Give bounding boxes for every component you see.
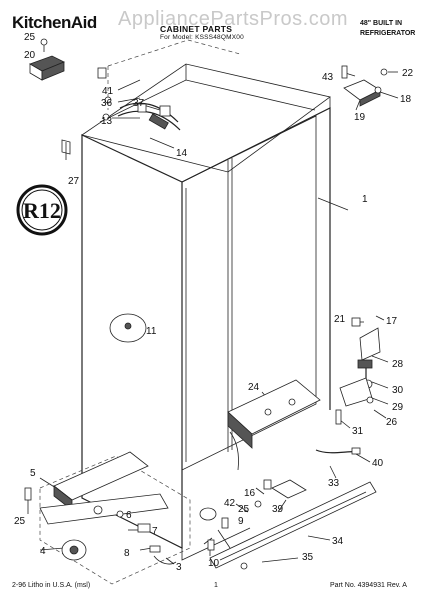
- callout-27: 27: [68, 176, 80, 187]
- diagram-title: CABINET PARTS: [160, 24, 233, 34]
- footer-part-number: Part No. 4394931 Rev. A: [330, 582, 407, 589]
- model-reference: For Model: KSSS48QMX00: [160, 34, 244, 41]
- top-right-parts: [341, 65, 388, 107]
- callout-37: 37: [133, 98, 145, 109]
- callout-25-bottom: 25: [14, 516, 26, 527]
- callout-6: 6: [126, 510, 132, 521]
- callout-21: 21: [334, 314, 346, 325]
- callout-16: 16: [244, 488, 256, 499]
- grille-assembly: [199, 379, 377, 570]
- brand-logo: KitchenAid: [12, 13, 97, 32]
- footer-page-number: 1: [214, 582, 218, 589]
- callout-30: 30: [392, 385, 404, 396]
- callout-25-top: 25: [24, 32, 36, 43]
- label-11: [109, 313, 147, 343]
- callout-7: 7: [152, 526, 158, 537]
- callout-22: 22: [402, 68, 414, 79]
- callout-3: 3: [176, 562, 182, 573]
- callout-19: 19: [354, 112, 366, 123]
- callout-26: 26: [386, 417, 398, 428]
- r12-stamp: R12: [16, 184, 68, 236]
- watermark: AppliancePartsPros.com: [118, 8, 348, 30]
- hinge-assembly: [335, 317, 381, 425]
- model-description-line2: REFRIGERATOR: [360, 30, 416, 37]
- callout-20: 20: [24, 50, 36, 61]
- callout-25-mid: 25: [238, 504, 250, 515]
- callout-1: 1: [362, 194, 368, 205]
- leveling-assembly: [24, 451, 191, 585]
- callout-40: 40: [372, 458, 384, 469]
- callout-33: 33: [328, 478, 340, 489]
- callout-31: 31: [352, 426, 364, 437]
- callout-11: 11: [146, 326, 157, 337]
- callout-24: 24: [248, 382, 260, 393]
- callout-41: 41: [102, 86, 114, 97]
- callout-5: 5: [30, 468, 36, 479]
- callout-14: 14: [176, 148, 188, 159]
- callout-28: 28: [392, 359, 404, 370]
- callout-17: 17: [386, 316, 398, 327]
- model-description-line1: 48" BUILT IN: [360, 20, 403, 27]
- callout-35: 35: [302, 552, 314, 563]
- callout-42: 42: [224, 498, 236, 509]
- callout-43: 43: [322, 72, 334, 83]
- callout-8: 8: [124, 548, 130, 559]
- callout-10: 10: [208, 558, 220, 569]
- callout-39: 39: [272, 504, 284, 515]
- footer-litho: 2-96 Litho in U.S.A. (msl): [12, 582, 91, 589]
- callout-18: 18: [400, 94, 412, 105]
- callout-9: 9: [238, 516, 244, 527]
- callout-13: 13: [101, 116, 113, 127]
- callout-36: 36: [101, 98, 113, 109]
- top-left-parts: [29, 38, 181, 160]
- callout-numbers: 25 20 41 36 37 13 14 27 43 22 19 18 1 11…: [14, 32, 414, 573]
- callout-4: 4: [40, 546, 46, 557]
- cabinet-body: [81, 39, 331, 561]
- callout-34: 34: [332, 536, 344, 547]
- callout-29: 29: [392, 402, 404, 413]
- r12-stamp-text: R12: [23, 198, 61, 223]
